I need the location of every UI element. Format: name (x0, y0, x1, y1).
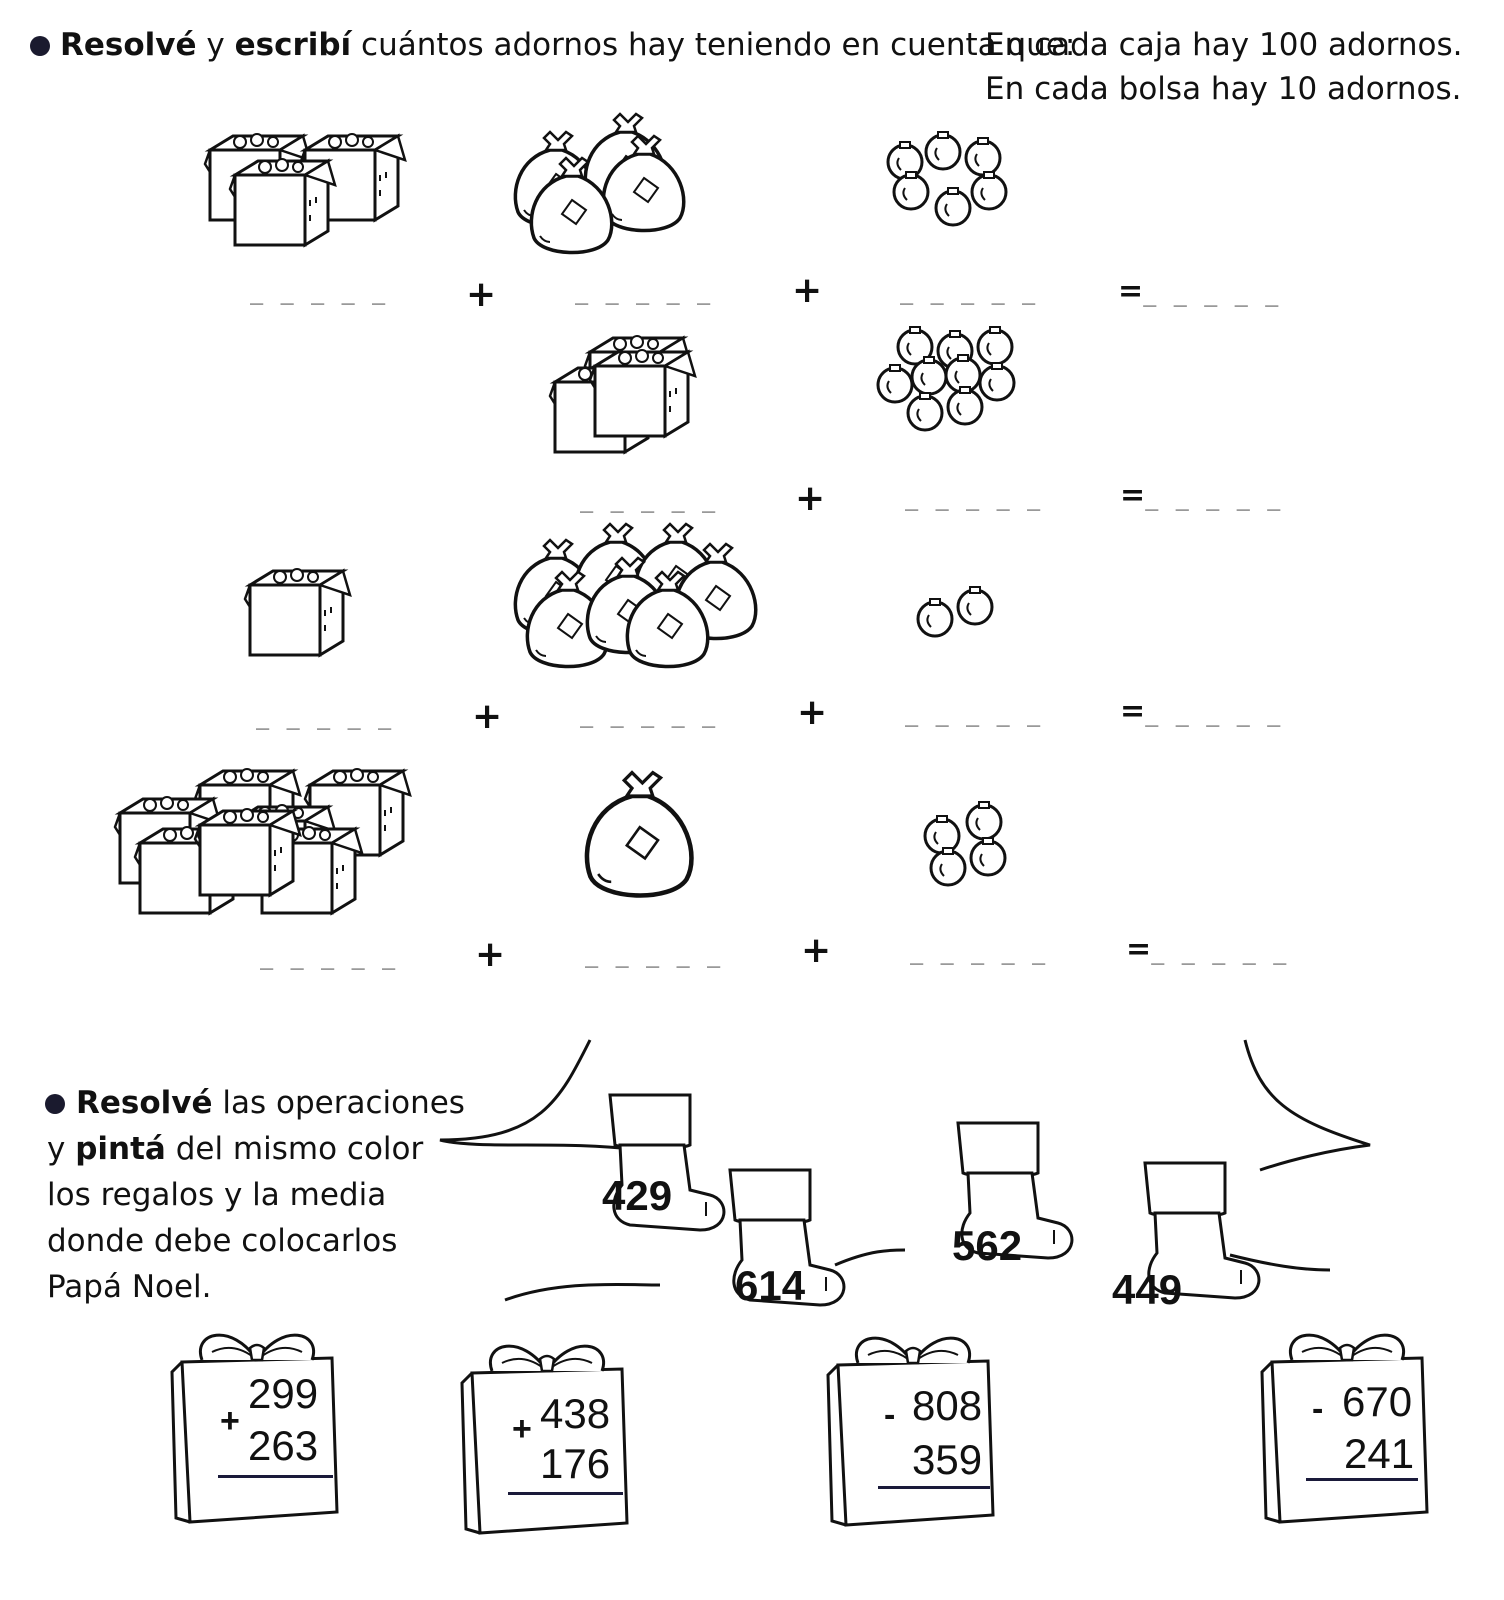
row1-ornaments-blank[interactable]: _ _ _ _ _ (900, 280, 1038, 305)
row4-bags-blank[interactable]: _ _ _ _ _ (585, 943, 723, 968)
row1-plus-2: + (792, 270, 823, 311)
gift-3-bottom: 359 (912, 1436, 983, 1483)
gift-4-sign: - (1312, 1390, 1324, 1428)
gift-4-result-line[interactable] (1306, 1478, 1418, 1481)
exercise1-instruction: Resolvé y escribí cuántos adornos hay te… (60, 27, 1076, 63)
row4-total[interactable]: =_ _ _ _ _ (1126, 932, 1289, 967)
row1-plus-1: + (466, 274, 497, 315)
gift-4-bottom: 241 (1344, 1430, 1415, 1477)
row1-total[interactable]: =_ _ _ _ _ (1118, 274, 1281, 309)
gift-icon (826, 1336, 995, 1527)
gift-1-top: 299 (248, 1370, 319, 1417)
row4-boxes-blank[interactable]: _ _ _ _ _ (260, 945, 398, 970)
row1-bags-blank[interactable]: _ _ _ _ _ (575, 280, 713, 305)
row2-plus: + (795, 478, 826, 519)
row3-boxes-blank[interactable]: _ _ _ _ _ (256, 705, 394, 730)
gift-3-top: 808 (912, 1382, 983, 1429)
exercise2-instruction: Resolvé las operaciones y pintá del mism… (47, 1085, 465, 1305)
row2-ornaments-blank[interactable]: _ _ _ _ _ (905, 486, 1043, 511)
row3-ornaments-blank[interactable]: _ _ _ _ _ (905, 702, 1043, 727)
rule-bag: En cada bolsa hay 10 adornos. (985, 71, 1462, 107)
bullet-icon-2 (45, 1094, 65, 1114)
gift-1-result-line[interactable] (218, 1475, 333, 1478)
gift-4-top: 670 (1342, 1378, 1413, 1425)
stocking-3-number[interactable]: 562 (952, 1222, 1023, 1269)
gift-3-result-line[interactable] (878, 1486, 990, 1489)
gift-icon (1260, 1333, 1429, 1524)
row4-plus-2: + (801, 930, 832, 971)
instruction-verb-2: escribí (234, 27, 352, 63)
gift-icon (460, 1344, 629, 1535)
gift-3-sign: - (884, 1396, 896, 1434)
gift-2-top: 438 (540, 1390, 611, 1437)
rule-box: En cada caja hay 100 adornos. (985, 27, 1463, 63)
stocking-4-number[interactable]: 449 (1112, 1266, 1183, 1313)
row3-plus-2: + (797, 692, 828, 733)
row3-total[interactable]: =_ _ _ _ _ (1120, 694, 1283, 729)
gift-1-bottom: 263 (248, 1422, 319, 1469)
instruction-verb-1: Resolvé (60, 27, 197, 63)
row4-plus-1: + (475, 934, 506, 975)
stocking-2-number[interactable]: 614 (735, 1262, 806, 1309)
row2-total[interactable]: =_ _ _ _ _ (1120, 478, 1283, 513)
gift-2-sign: + (512, 1410, 532, 1448)
gift-1-sign: + (220, 1402, 240, 1440)
stocking-1-number[interactable]: 429 (602, 1172, 673, 1219)
row3-bags-blank[interactable]: _ _ _ _ _ (580, 703, 718, 728)
row4-ornaments-blank[interactable]: _ _ _ _ _ (910, 940, 1048, 965)
gift-2-result-line[interactable] (508, 1492, 623, 1495)
row2-boxes-blank[interactable]: _ _ _ _ _ (580, 488, 718, 513)
row3-plus-1: + (472, 696, 503, 737)
gift-2-bottom: 176 (540, 1440, 611, 1487)
row1-boxes-blank[interactable]: _ _ _ _ _ (250, 280, 388, 305)
bullet-icon (30, 36, 50, 56)
